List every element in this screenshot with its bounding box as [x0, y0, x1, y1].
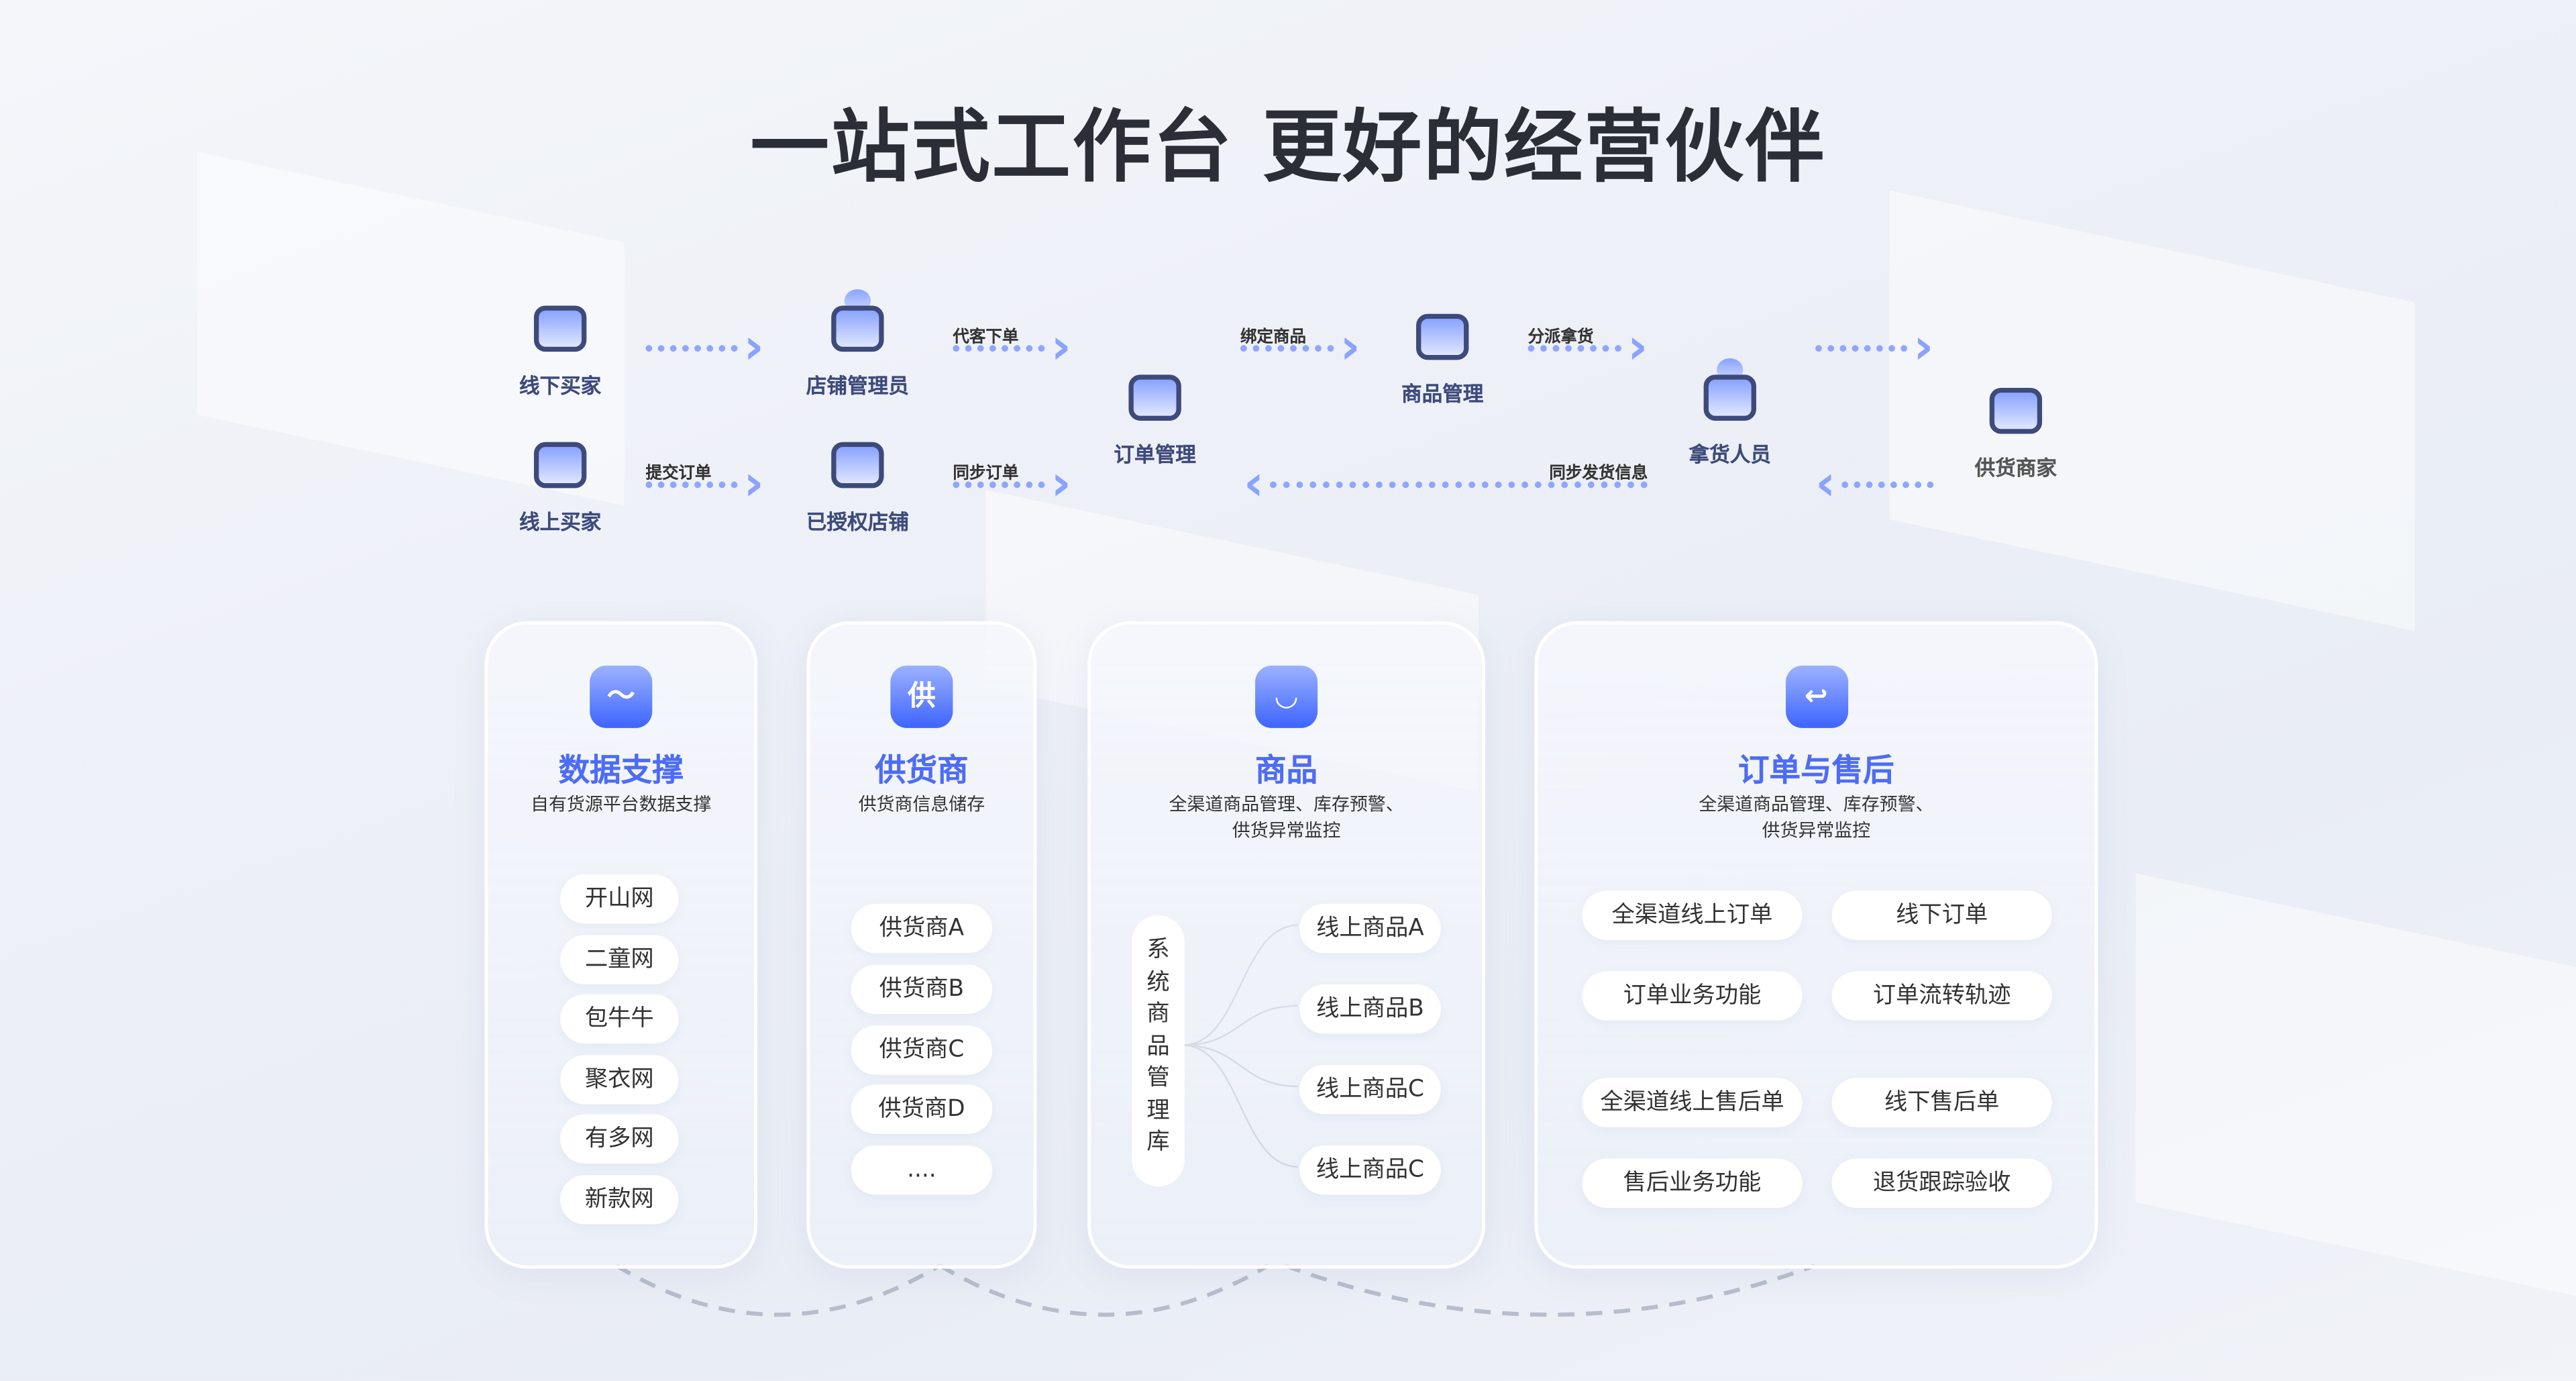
card-description: 自有货源平台数据支撑 — [488, 792, 754, 818]
flow-node-label: 供货商家 — [1974, 455, 2057, 480]
cart-icon — [527, 296, 593, 362]
store-icon — [824, 432, 890, 498]
card-description: 全渠道商品管理、库存预警、供货异常监控 — [1538, 792, 2094, 844]
dotted-line — [1527, 345, 1622, 358]
card-description-line: 供货商信息储存 — [858, 793, 985, 815]
item-pill[interactable]: 开山网 — [560, 874, 679, 924]
item-pill[interactable]: 线下售后单 — [1831, 1078, 2052, 1128]
card-description-line: 供货异常监控 — [1762, 820, 1871, 841]
dashed-connector-arc — [938, 1264, 1270, 1317]
card-title: 商品 — [1254, 752, 1318, 789]
dotted-line — [953, 481, 1045, 495]
item-pill[interactable]: 有多网 — [560, 1115, 679, 1164]
flow-arrow-label: 代客下单 — [953, 328, 1019, 347]
item-pill[interactable]: 全渠道线上订单 — [1582, 890, 1803, 940]
user-icon — [824, 289, 890, 362]
item-pill[interactable]: 线上商品C — [1299, 1145, 1441, 1195]
flow-node-label: 线上买家 — [519, 509, 602, 534]
card-order-aftersale: ↩订单与售后全渠道商品管理、库存预警、供货异常监控全渠道线上订单线下订单订单业务… — [1534, 621, 2098, 1269]
item-pill[interactable]: 聚衣网 — [560, 1054, 679, 1105]
card-description: 全渠道商品管理、库存预警、供货异常监控 — [1091, 792, 1482, 844]
card-description: 供货商信息储存 — [810, 792, 1033, 818]
item-pill[interactable]: 订单流转轨迹 — [1831, 971, 2052, 1021]
root-char: 系 — [1146, 936, 1170, 964]
item-pill[interactable]: 全渠道线上售后单 — [1582, 1078, 1803, 1128]
supplier-chat-icon: 供 — [890, 665, 953, 728]
item-pill[interactable]: 新款网 — [560, 1175, 679, 1225]
item-pill[interactable]: 线上商品C — [1299, 1064, 1441, 1115]
flow-arrow-label: 同步发货信息 — [1549, 465, 1648, 484]
item-pill[interactable]: .... — [851, 1145, 993, 1195]
root-char: 理 — [1146, 1096, 1170, 1123]
item-pill[interactable]: 售后业务功能 — [1582, 1158, 1803, 1209]
flow-node-label: 店铺管理员 — [806, 372, 909, 398]
root-node: 系统商品管理库 — [1132, 915, 1185, 1187]
shopping-bag-icon: ◡ — [1255, 665, 1318, 728]
flow-node-order-mgmt: 订单管理 — [1057, 365, 1254, 468]
dotted-line — [953, 345, 1045, 358]
flow-node-authorized-store: 已授权店铺 — [759, 432, 956, 535]
dotted-line — [1841, 481, 1934, 495]
dotted-line — [1815, 345, 1908, 358]
dotted-line — [645, 345, 738, 358]
item-pill[interactable]: 供货商B — [851, 964, 993, 1014]
card-title: 供货商 — [875, 752, 969, 789]
root-char: 统 — [1146, 968, 1170, 995]
flow-node-store-admin: 店铺管理员 — [759, 289, 956, 399]
flow-arrow-label: 绑定商品 — [1240, 328, 1306, 347]
flow-node-label: 拿货人员 — [1688, 442, 1772, 467]
root-char: 管 — [1146, 1064, 1170, 1092]
order-icon — [1122, 365, 1188, 431]
dotted-line — [1240, 345, 1334, 358]
item-pill[interactable]: 二童网 — [560, 934, 679, 984]
item-pill[interactable]: 订单业务功能 — [1582, 971, 1803, 1021]
root-char: 品 — [1146, 1033, 1170, 1060]
item-pill[interactable]: 线下订单 — [1831, 890, 2052, 940]
monitor-icon — [527, 432, 593, 498]
flow-node-label: 线下买家 — [519, 372, 602, 398]
item-pill[interactable]: 供货商D — [851, 1085, 993, 1135]
root-char: 库 — [1146, 1129, 1170, 1156]
item-pill[interactable]: 包牛牛 — [560, 994, 679, 1044]
flow-node-product-mgmt: 商品管理 — [1344, 304, 1541, 407]
item-pill[interactable]: 供货商C — [851, 1025, 993, 1074]
card-description-line: 全渠道商品管理、库存预警、 — [1169, 793, 1404, 815]
chart-icon: 〜 — [590, 665, 653, 728]
card-supplier: 供供货商供货商信息储存供货商A 供货商B 供货商C 供货商D.... — [806, 621, 1037, 1269]
item-pill[interactable]: 供货商A — [851, 903, 993, 954]
return-clipboard-icon: ↩ — [1784, 665, 1847, 728]
card-title: 数据支撑 — [558, 752, 684, 789]
flow-arrow-label: 同步订单 — [953, 465, 1019, 484]
picker-icon — [1697, 358, 1763, 431]
bag-icon — [1409, 304, 1475, 370]
flow-node-supplier: 供货商家 — [1917, 378, 2114, 481]
card-description-line: 自有货源平台数据支撑 — [531, 793, 712, 815]
item-pill[interactable]: 线上商品A — [1299, 903, 1441, 954]
dotted-line — [1270, 481, 1648, 495]
dashed-connector-arc — [614, 1264, 941, 1317]
card-description-line: 全渠道商品管理、库存预警、 — [1699, 793, 1934, 815]
flow-arrow-label: 提交订单 — [645, 465, 712, 484]
root-node-label: 系统商品管理库 — [1132, 935, 1184, 1159]
flow-node-online-buyer: 线上买家 — [462, 432, 659, 535]
flow-node-label: 已授权店铺 — [806, 509, 909, 534]
card-title: 订单与售后 — [1738, 752, 1894, 789]
item-pill[interactable]: 线上商品B — [1299, 984, 1441, 1034]
icon-glyph: 供 — [908, 680, 936, 713]
card-data-support: 〜数据支撑自有货源平台数据支撑开山网二童网包牛牛聚衣网有多网新款网 — [484, 621, 757, 1269]
dotted-line — [645, 481, 738, 495]
flow-node-picker: 拿货人员 — [1631, 358, 1829, 468]
flow-node-label: 订单管理 — [1114, 442, 1196, 467]
flow-node-offline-buyer: 线下买家 — [462, 296, 659, 399]
box-icon — [1983, 378, 2049, 444]
page-title: 一站式工作台 更好的经营伙伴 — [750, 101, 1826, 194]
root-char: 商 — [1146, 1001, 1170, 1027]
card-description-line: 供货异常监控 — [1232, 820, 1341, 841]
flow-node-label: 商品管理 — [1401, 381, 1484, 406]
flow-arrow-label: 分派拿货 — [1527, 328, 1594, 347]
dashed-connector-arc — [1284, 1263, 1817, 1317]
item-pill[interactable]: 退货跟踪验收 — [1831, 1158, 2052, 1209]
